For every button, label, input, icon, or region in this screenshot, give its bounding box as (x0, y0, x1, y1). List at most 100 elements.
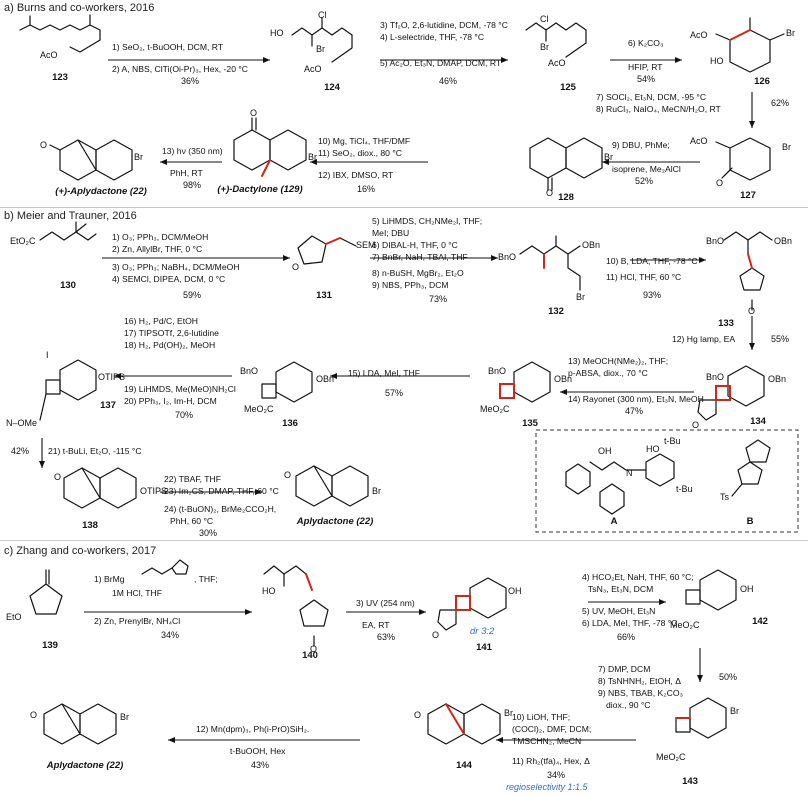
atom-label: t-Bu (664, 436, 681, 446)
structure-22-b (295, 465, 369, 507)
atom-label: Br (120, 712, 129, 722)
section-header-b: b) Meier and Trauner, 2016 (4, 210, 137, 222)
condition-a-13: 13) hν (350 nm) (162, 146, 223, 156)
structure-139 (29, 569, 63, 615)
condition-b-24: 24) (t-BuON)₂, BrMe₂CCO₂H, (164, 504, 277, 514)
condition-b-4: 4) SEMCl, DIPEA, DCM, 0 °C (112, 274, 226, 284)
atom-label: Br (782, 142, 791, 152)
atom-label: AcO (40, 50, 58, 60)
structure-22-c (43, 703, 117, 745)
condition-b-10: 10) B, LDA, THF, -78 °C (606, 256, 698, 266)
compound-label-139: 139 (42, 640, 58, 651)
condition-c-9: 9) NBS, TBAB, K₂CO₃ (598, 688, 683, 698)
condition-c-10c: TMSCHN₂, MeCN (512, 736, 582, 746)
atom-label: O (692, 420, 700, 430)
condition-a-2: 2) A, NBS, ClTi(Oi-Pr)₃, Hex, -20 °C (112, 64, 249, 74)
new-bond-126 (729, 29, 751, 41)
atom-label: BnO (706, 236, 725, 246)
condition-b-15: 15) LDA, MeI, THF (348, 368, 420, 378)
yield-c-7-9: 50% (718, 672, 737, 682)
atom-label: BnO (706, 372, 725, 382)
atom-label: BnO (498, 252, 517, 262)
atom-label: Br (134, 152, 143, 162)
atom-label: Cl (318, 10, 327, 20)
compound-label-132: 132 (548, 306, 564, 317)
structure-131 (297, 235, 357, 265)
condition-b-1: 1) O₃; PPh₃, DCM/MeOH (112, 232, 209, 242)
yield-b-1-4: 59% (182, 290, 201, 300)
condition-a-11: 11) SeO₂, diox., 80 °C (318, 148, 402, 158)
condition-c-1c: 1M HCl, THF (112, 588, 162, 598)
reagent-label-A: A (610, 516, 618, 527)
compound-label-124: 124 (324, 82, 340, 93)
structure-126 (715, 17, 785, 73)
yield-a-7-8: 62% (770, 98, 789, 108)
atom-label: Br (308, 152, 317, 162)
atom-label: O (414, 710, 422, 720)
atom-label: OTIPS (98, 372, 126, 382)
yield-b-15: 57% (384, 388, 403, 398)
condition-a-9: 9) DBU, PhMe; (612, 140, 670, 150)
structure-136 (261, 361, 313, 403)
condition-b-2: 2) Zn, AllylBr, THF, 0 °C (112, 244, 203, 254)
condition-c-3b: EA, RT (362, 620, 390, 630)
atom-label: O (30, 710, 38, 720)
diastereomeric-ratio: dr 3:2 (470, 626, 495, 637)
condition-c-3: 3) UV (254 nm) (356, 598, 415, 608)
compound-label-137: 137 (100, 400, 116, 411)
condition-b-16: 16) H₂, Pd/C, EtOH (124, 316, 199, 326)
condition-c-6: 6) LDA, MeI, THF, -78 °C (582, 618, 678, 628)
condition-a-6b: HFIP, RT (628, 62, 663, 72)
atom-label: AcO (690, 30, 708, 40)
yield-a-10-12: 16% (356, 184, 375, 194)
yield-b-10-11: 93% (642, 290, 661, 300)
condition-b-18: 18) H₂, Pd(OH)₂, MeOH (124, 340, 216, 350)
structure-reagent-A (565, 453, 675, 515)
structure-142 (685, 569, 737, 611)
new-bond-133 (747, 253, 753, 269)
atom-label: OBn (316, 374, 335, 384)
condition-c-4b: TsN₃, Et₃N, DCM (588, 584, 654, 594)
atom-label: Br (730, 706, 739, 716)
yield-b-12: 55% (770, 334, 789, 344)
condition-c-7: 7) DMP, DCM (598, 664, 651, 674)
atom-label: OH (508, 586, 522, 596)
atom-label: Br (576, 292, 585, 302)
atom-label: BnO (488, 366, 507, 376)
atom-label: O (250, 108, 258, 118)
atom-label: OBn (582, 240, 601, 250)
condition-b-22: 22) TBAF, THF (164, 474, 221, 484)
atom-label: O (546, 188, 554, 198)
compound-label-133: 133 (718, 318, 734, 329)
atom-label: MeO₂C (670, 620, 700, 630)
condition-b-21: 21) t-BuLi, Et₂O, -115 °C (48, 446, 142, 456)
atom-label: AcO (690, 136, 708, 146)
structure-22-a (49, 139, 133, 181)
yield-a-1-2: 36% (180, 76, 199, 86)
condition-b-3: 3) O₃; PPh₃; NaBH₄, DCM/MeOH (112, 262, 240, 272)
yield-b-22-24: 30% (198, 528, 217, 538)
structure-124 (291, 17, 353, 63)
condition-a-7: 7) SOCl₂, Et₃N, DCM, -95 °C (596, 92, 707, 102)
condition-a-6: 6) K₂CO₃ (628, 38, 664, 48)
atom-label: N (626, 468, 633, 478)
new-bond-140 (305, 573, 313, 591)
dioxolane-icon (141, 559, 189, 575)
atom-label: Br (540, 42, 549, 52)
condition-b-17: 17) TIPSOTf, 2,6-lutidine (124, 328, 219, 338)
condition-b-13: 13) MeOCH(NMe₂)₂, THF; (568, 356, 669, 366)
atom-label: O (432, 630, 440, 640)
section-divider (0, 207, 808, 208)
yield-b-5-9: 73% (428, 294, 447, 304)
compound-label-22-c: Aplydactone (22) (46, 760, 124, 771)
atom-label: O (54, 472, 62, 482)
condition-c-9b: diox., 90 °C (606, 700, 651, 710)
exo-methylene-129 (261, 159, 271, 177)
compound-label-22-b: Aplydactone (22) (296, 516, 374, 527)
condition-a-9b: isoprene, Me₂AlCl (612, 164, 681, 174)
condition-c-11: 11) Rh₂(tfa)₄, Hex, Δ (512, 756, 590, 766)
compound-label-143: 143 (682, 776, 698, 787)
structure-127 (715, 137, 771, 181)
condition-c-10: 10) LiOH, THF; (512, 712, 571, 722)
